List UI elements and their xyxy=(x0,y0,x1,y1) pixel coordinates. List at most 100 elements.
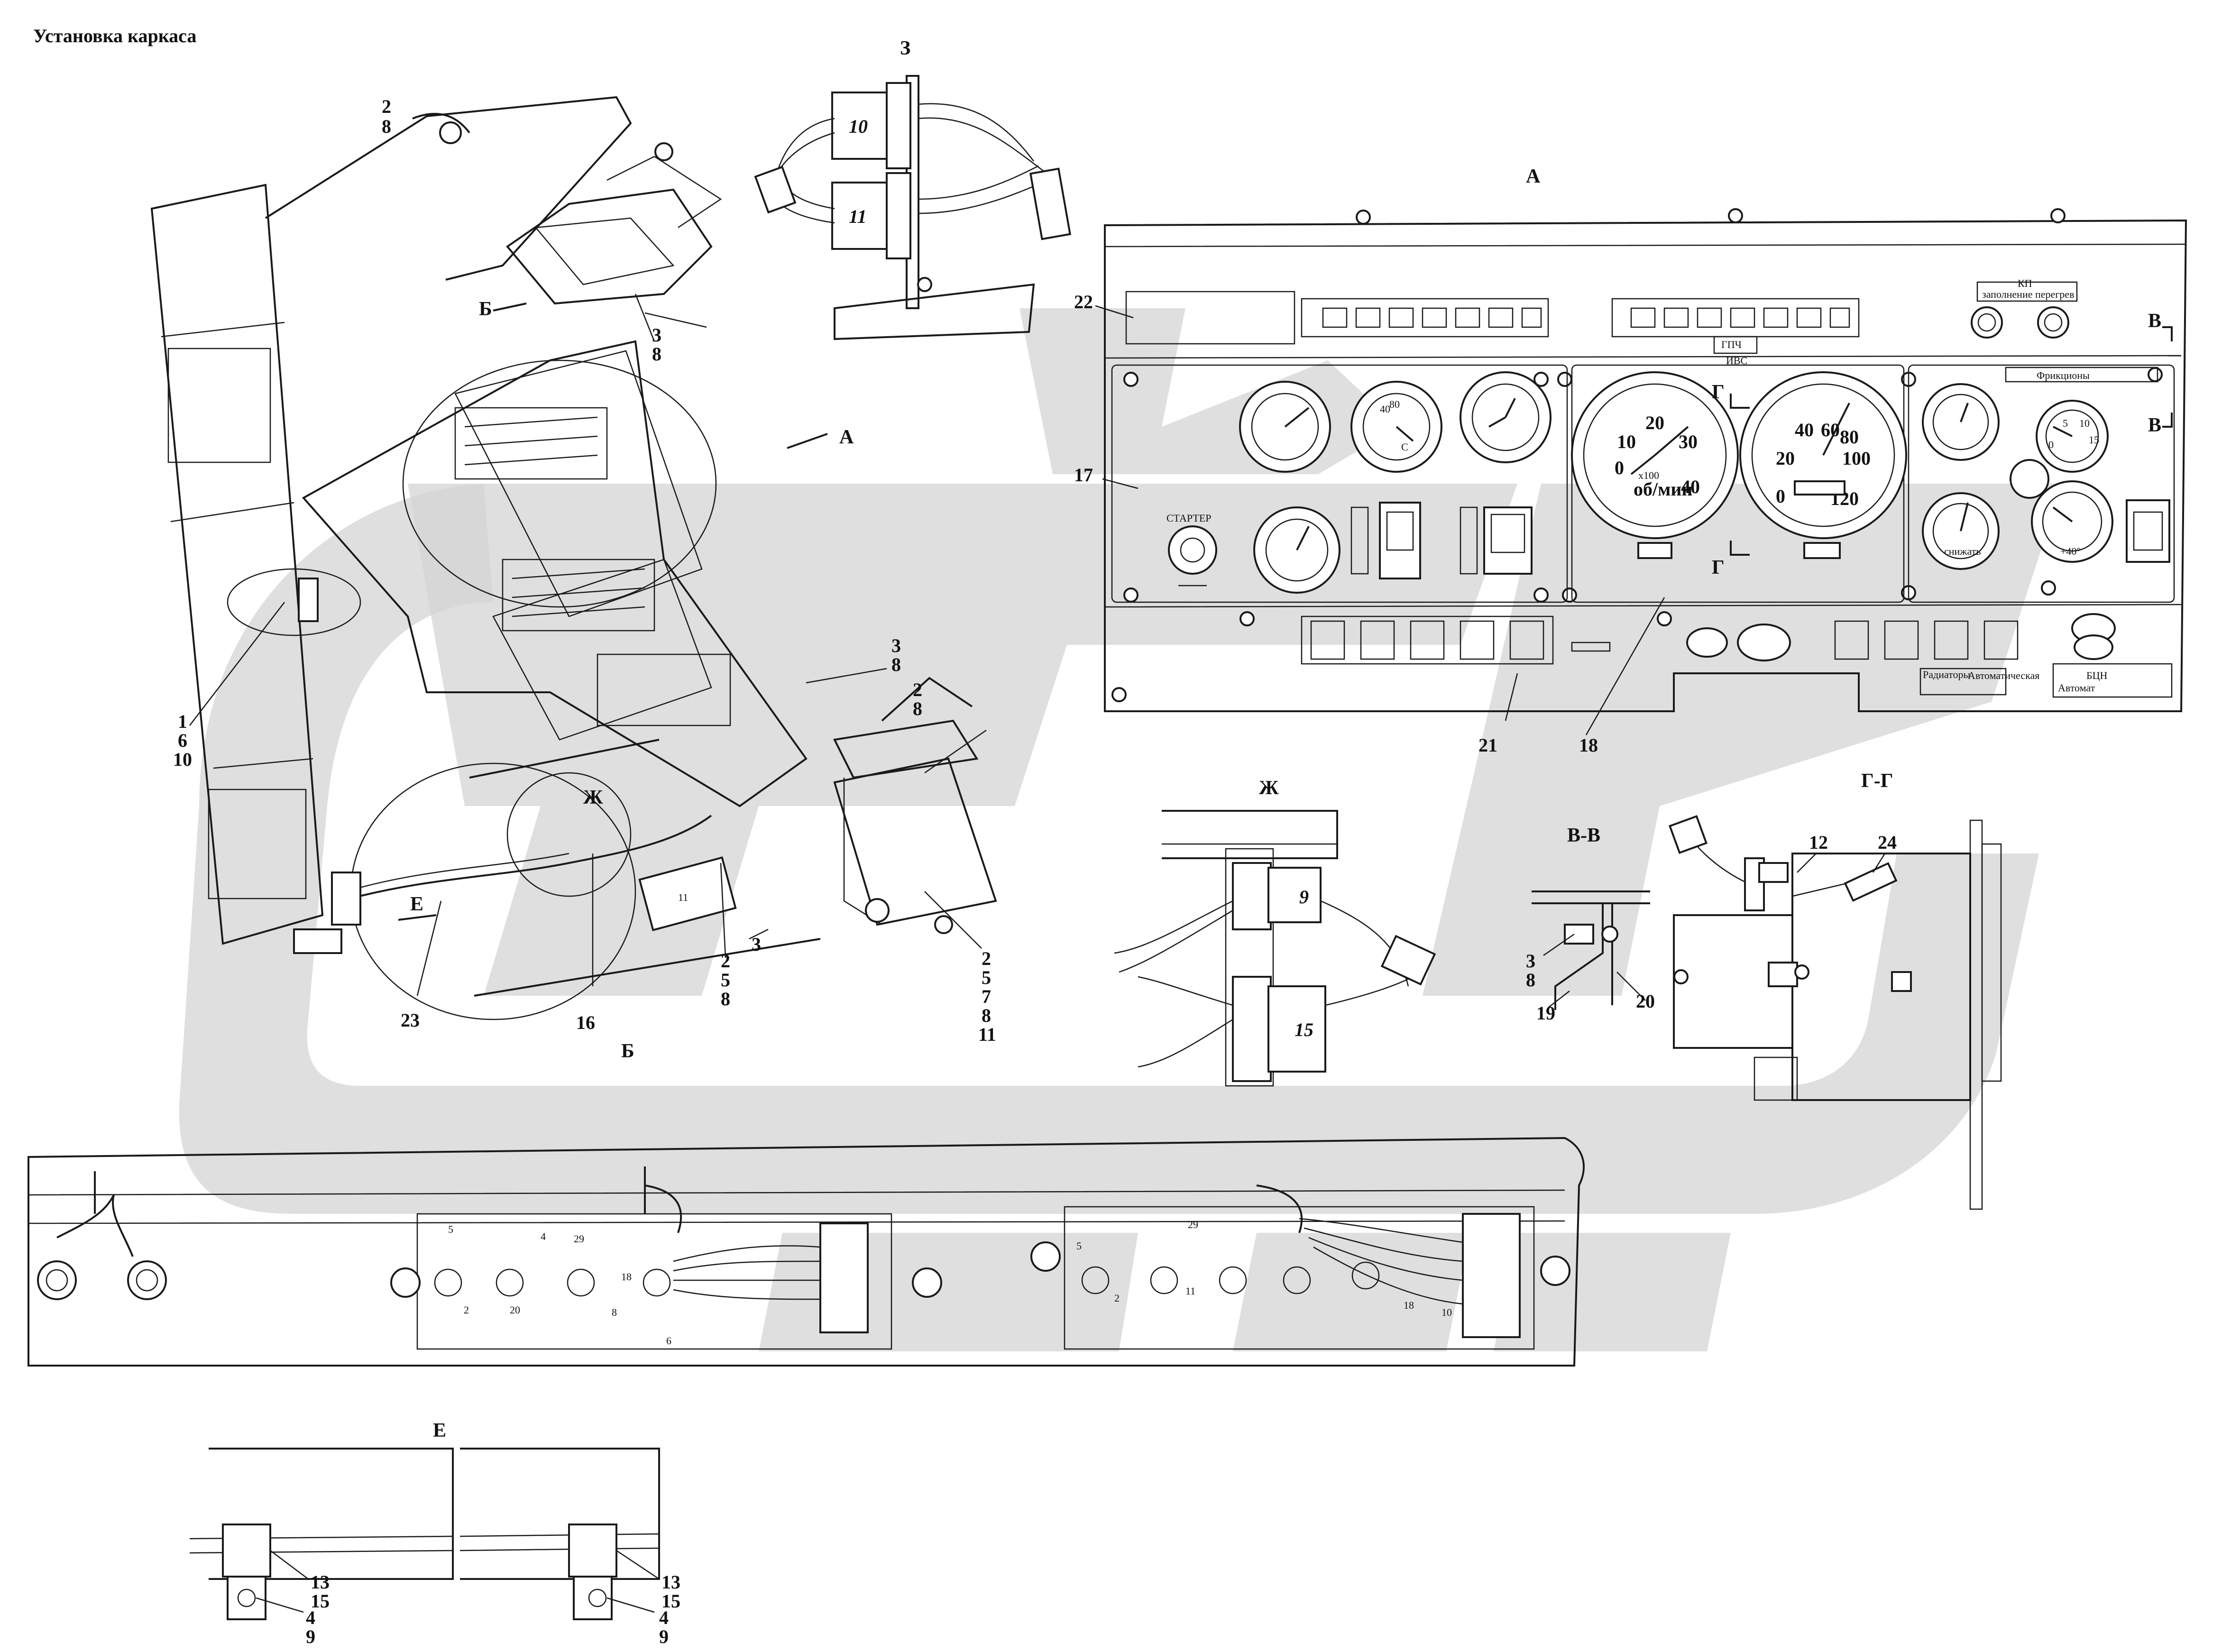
e-callout-9-right: 9 xyxy=(659,1626,669,1647)
right-gauge-0: 0 xyxy=(2048,439,2054,450)
callout-12: 12 xyxy=(1809,832,1828,853)
callout-3-panel: 3 xyxy=(652,324,661,346)
callout-8-side-b: 8 xyxy=(913,698,922,719)
view-a-title: А xyxy=(1526,165,1541,187)
plus40-label: +40° xyxy=(2060,545,2081,557)
view-b-arrow-label: Б xyxy=(479,298,492,320)
view-a-arrow-label: А xyxy=(839,426,854,448)
connector-15-label: 15 xyxy=(1295,1019,1313,1040)
gpch-label: ГПЧ xyxy=(1721,339,1742,350)
strip-num-20a: 20 xyxy=(510,1304,520,1316)
callout-20: 20 xyxy=(1636,991,1655,1012)
strip-num-5b: 5 xyxy=(1076,1240,1082,1252)
view-zh-label: Ж xyxy=(583,787,603,808)
callout-6: 6 xyxy=(178,730,187,751)
tacho-20: 20 xyxy=(1645,412,1664,433)
callout-2-side: 2 xyxy=(913,679,922,700)
view-e-title: Е xyxy=(433,1420,446,1441)
view-gg-title: Г-Г xyxy=(1861,770,1893,792)
callout-17: 17 xyxy=(1074,464,1093,486)
view-e-arrow-label: Е xyxy=(410,893,423,915)
speedo-80: 80 xyxy=(1840,426,1859,448)
speedo-0: 0 xyxy=(1776,486,1785,507)
strip-num-2b: 2 xyxy=(1114,1292,1120,1304)
callout-5-bottom: 5 xyxy=(982,967,991,988)
view-zh-title: Ж xyxy=(1259,777,1279,799)
section-v-marker-top xyxy=(2162,326,2173,341)
speedo-60: 60 xyxy=(1821,419,1840,441)
oil-gauge-80: 80 xyxy=(1389,398,1400,410)
radiators-label: Радиаторы xyxy=(1923,669,1970,680)
callout-18: 18 xyxy=(1579,734,1598,756)
kp-label: КП xyxy=(2018,277,2032,289)
e-callout-13-left: 13 xyxy=(311,1571,330,1593)
frictions-label: Фрикционы xyxy=(2037,369,2090,381)
callout-7-bottom: 7 xyxy=(982,986,991,1007)
strip-num-10b: 10 xyxy=(1441,1306,1452,1318)
strip-num-8a: 8 xyxy=(612,1306,617,1318)
view-b-arrow xyxy=(493,303,527,312)
page-title: Установка каркаса xyxy=(33,25,197,46)
callout-8-panel: 8 xyxy=(652,343,661,365)
e-callout-15-left: 15 xyxy=(311,1590,330,1612)
bcn-label: БЦН xyxy=(2086,670,2108,681)
left-isometric-view: 11 xyxy=(150,96,997,1020)
view-zh: Ж 9 15 xyxy=(1114,777,1436,1087)
connector-b-label: 11 xyxy=(678,891,688,903)
small-gauges: 40 80 С xyxy=(1239,371,1552,594)
callout-3-vv: 3 xyxy=(1526,950,1535,972)
strip-num-11b: 11 xyxy=(1185,1285,1195,1297)
e-callout-4-right: 4 xyxy=(659,1607,669,1628)
callout-23: 23 xyxy=(401,1010,420,1031)
right-gauge-5: 5 xyxy=(2063,417,2068,429)
tacho-40: 40 xyxy=(1681,476,1700,497)
starter-label: СТАРТЕР xyxy=(1166,512,1212,524)
tacho-10: 10 xyxy=(1617,431,1636,452)
section-v-top: В xyxy=(2148,310,2161,332)
avtomat-label: Автомат xyxy=(2058,682,2095,694)
callout-8-vv: 8 xyxy=(1526,969,1535,991)
callout-21: 21 xyxy=(1478,734,1497,756)
zapolnenie-label: заполнение перегрев xyxy=(1982,288,2074,300)
callout-3-side: 3 xyxy=(891,635,901,656)
strip-num-5a: 5 xyxy=(448,1223,453,1235)
strip-num-18a: 18 xyxy=(621,1271,632,1283)
strip-num-29a: 29 xyxy=(574,1233,584,1245)
snizhat-label: снижать xyxy=(1944,545,1981,557)
view-a-arrow xyxy=(787,433,828,449)
tacho-mult: x100 xyxy=(1638,469,1659,481)
callout-8-mid: 8 xyxy=(721,988,730,1010)
connector-10-label: 10 xyxy=(849,116,868,137)
callout-5-mid: 5 xyxy=(721,969,730,991)
view-e-arrow xyxy=(398,914,437,921)
callout-22: 22 xyxy=(1074,291,1093,312)
callout-2-top: 2 xyxy=(382,96,391,117)
view-e: Е 13 15 4 9 13 15 4 9 xyxy=(189,1420,680,1647)
left-view-labels: 2 8 3 8 Б А 1 6 10 3 8 2 8 2 5 7 8 11 2 … xyxy=(173,96,996,1062)
automatic-label: Автоматическая xyxy=(1968,670,2039,681)
section-g-bottom: Г xyxy=(1712,557,1725,578)
callout-8-bottom: 8 xyxy=(982,1005,991,1026)
e-callout-4-left: 4 xyxy=(306,1607,315,1628)
e-callout-9-left: 9 xyxy=(306,1626,315,1647)
tacho-30: 30 xyxy=(1679,431,1698,452)
strip-num-29b: 29 xyxy=(1188,1219,1198,1230)
speedo-40: 40 xyxy=(1795,419,1814,441)
callout-11-bottom: 11 xyxy=(978,1024,996,1045)
view-b-bottom-label: Б xyxy=(621,1040,634,1062)
e-callout-13-right: 13 xyxy=(661,1571,680,1593)
strip-num-4a: 4 xyxy=(541,1230,546,1242)
callout-3-mid: 3 xyxy=(752,934,761,955)
right-gauge-10: 10 xyxy=(2079,417,2090,429)
e-callout-15-right: 15 xyxy=(661,1590,680,1612)
callout-8-side: 8 xyxy=(891,654,901,675)
section-g-top: Г xyxy=(1712,381,1725,403)
strip-num-18b: 18 xyxy=(1404,1299,1414,1311)
view-a-instrument-panel: А ГПЧ ИВС КП заполнение перегрев xyxy=(1074,165,2187,756)
callout-8-top: 8 xyxy=(382,116,391,137)
view-v-v: В-В 3 8 19 20 xyxy=(1526,825,1655,1024)
callout-2-bottom: 2 xyxy=(982,948,991,969)
oil-gauge-40: 40 xyxy=(1380,403,1390,415)
section-g-marker-bottom xyxy=(1730,541,1750,556)
